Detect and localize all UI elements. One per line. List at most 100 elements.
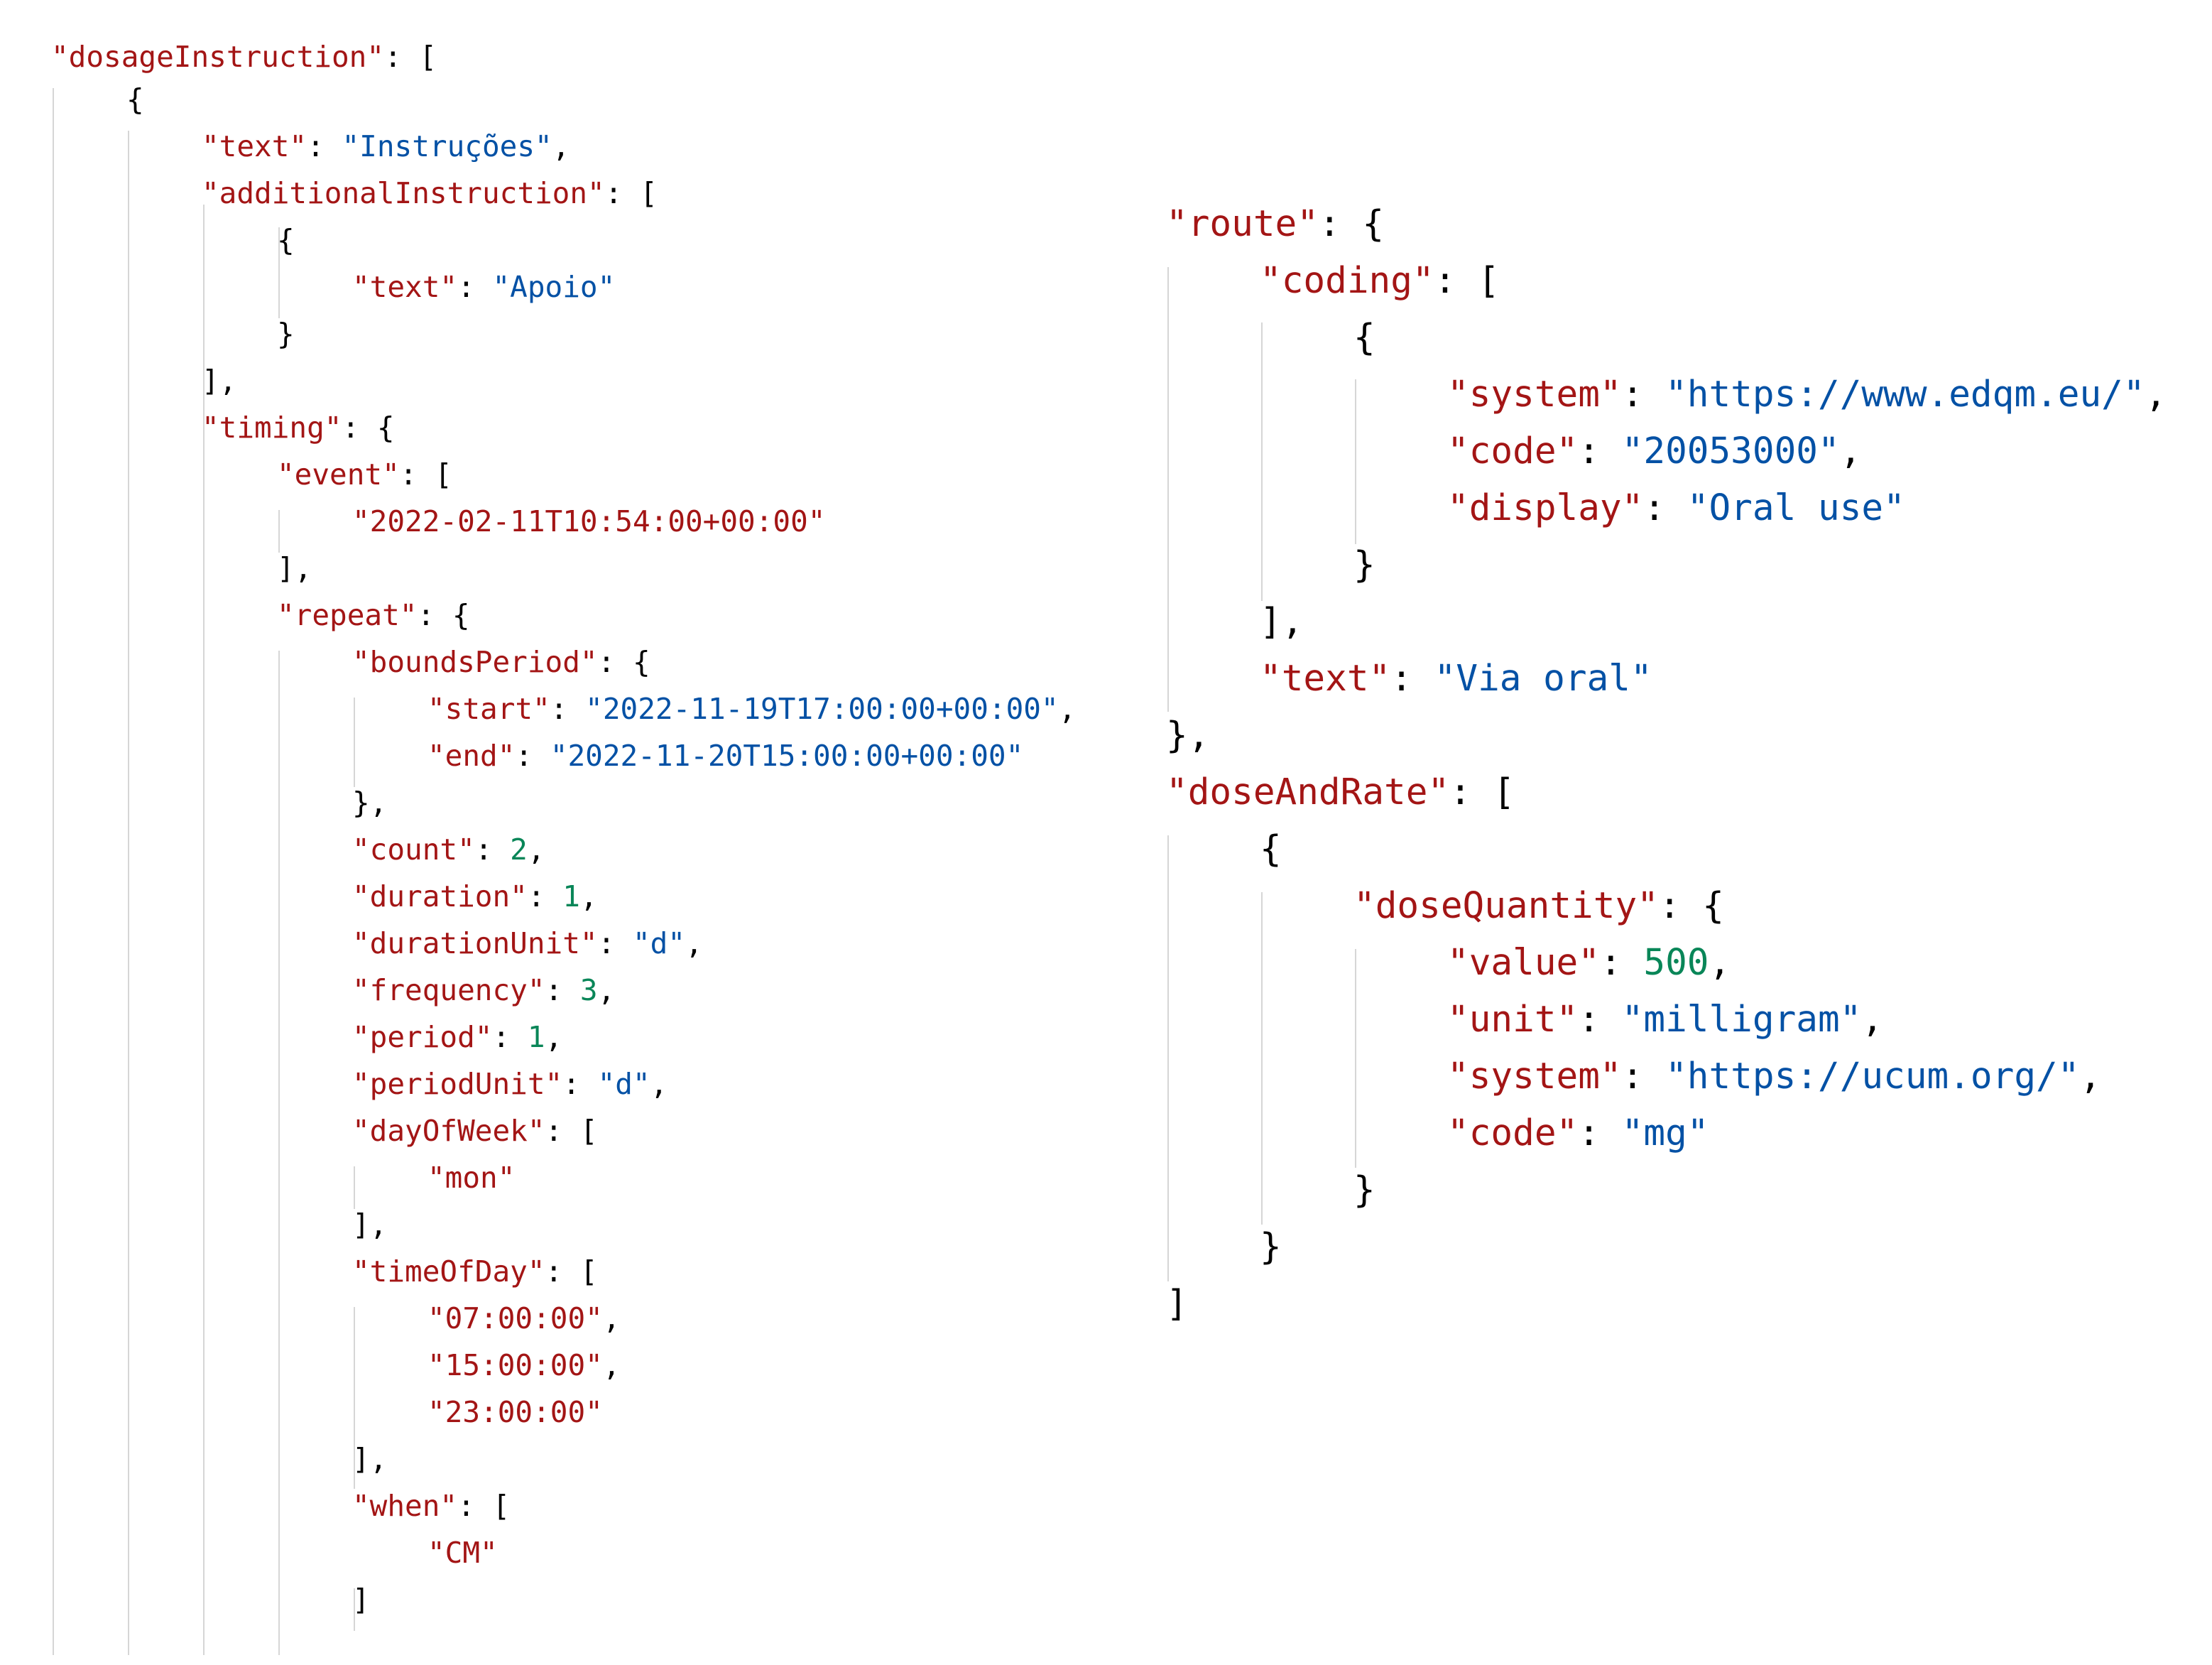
json-string: "d"	[597, 1067, 650, 1101]
code-line-code: "code": "20053000",	[1166, 433, 1861, 470]
json-punctuation: ,	[2145, 374, 2167, 416]
code-line-count: "count": 2,	[51, 835, 545, 864]
json-panel-dosage-instruction: "dosageInstruction": [{"text": "Instruçõ…	[51, 43, 1159, 1655]
indent-guide	[1261, 322, 1263, 601]
code-line-punct: },	[51, 788, 387, 818]
code-line-frequency: "frequency": 3,	[51, 976, 615, 1005]
json-punctuation: : [	[545, 1114, 598, 1148]
code-line-dosageinstruction: "dosageInstruction": [	[51, 43, 437, 72]
json-punctuation: ,	[685, 926, 703, 960]
json-key: "event"	[277, 457, 400, 492]
json-punctuation: : [	[1449, 771, 1515, 813]
code-line-07-00-00: "07:00:00",	[51, 1304, 621, 1333]
json-string: "Via oral"	[1434, 658, 1652, 700]
json-key: "start"	[427, 692, 550, 726]
json-punctuation: ,	[579, 879, 598, 913]
code-line-text: "text": "Apoio"	[51, 273, 615, 302]
code-line-text: "text": "Via oral"	[1166, 661, 1652, 697]
json-string: "d"	[632, 926, 686, 960]
code-line-punct: ],	[1166, 604, 1303, 640]
json-punctuation: :	[545, 973, 580, 1007]
indent-guide	[1261, 892, 1263, 1225]
json-key: "doseAndRate"	[1166, 771, 1450, 813]
json-punctuation: : [	[604, 176, 658, 210]
code-line-start: "start": "2022-11-19T17:00:00+00:00",	[51, 695, 1076, 724]
json-number: 2	[510, 832, 528, 867]
json-punctuation: : [	[384, 40, 437, 74]
json-key: "additionalInstruction"	[202, 176, 605, 210]
json-punctuation: ]	[1166, 1283, 1188, 1325]
json-punctuation: :	[562, 1067, 598, 1101]
json-punctuation: }	[1353, 1169, 1375, 1211]
code-line-end: "end": "2022-11-20T15:00:00+00:00"	[51, 742, 1023, 771]
json-punctuation: :	[527, 879, 563, 913]
indent-guide	[354, 1307, 355, 1489]
json-punctuation: ,	[597, 973, 616, 1007]
code-line-punct: }	[1166, 547, 1375, 583]
code-line-boundsperiod: "boundsPeriod": {	[51, 648, 650, 677]
code-line-period: "period": 1,	[51, 1023, 562, 1052]
json-punctuation: : {	[1658, 885, 1724, 927]
json-key: "code"	[1447, 430, 1579, 472]
json-punctuation: {	[277, 223, 295, 257]
json-key: "durationUnit"	[352, 926, 598, 960]
indent-guide	[203, 277, 205, 1655]
json-punctuation: : {	[1318, 203, 1385, 245]
json-key: "CM"	[427, 1536, 498, 1570]
code-line-15-00-00: "15:00:00",	[51, 1351, 621, 1380]
json-string: "Oral use"	[1687, 487, 1905, 529]
code-line-2022-02-11t10-54-00-00-00: "2022-02-11T10:54:00+00:00"	[51, 507, 825, 536]
json-punctuation: :	[515, 739, 550, 773]
indent-guide	[278, 227, 280, 318]
code-line-punct: }	[51, 320, 295, 349]
json-punctuation: : [	[1434, 260, 1500, 302]
json-punctuation: : [	[457, 1489, 511, 1523]
json-punctuation: :	[457, 270, 493, 304]
json-punctuation: :	[1578, 999, 1622, 1041]
code-line-punct: ]	[1166, 1286, 1188, 1322]
json-key: "text"	[1260, 658, 1391, 700]
code-line-timeofday: "timeOfDay": [	[51, 1257, 598, 1286]
indent-guide	[354, 1588, 355, 1631]
code-line-punct: ],	[51, 367, 236, 396]
json-key: "unit"	[1447, 999, 1579, 1041]
json-key: "timing"	[202, 411, 342, 445]
json-punctuation: : {	[597, 645, 650, 679]
json-key: "system"	[1447, 374, 1622, 416]
json-punctuation: {	[1260, 828, 1282, 870]
json-key: "07:00:00"	[427, 1301, 603, 1335]
indent-guide	[128, 131, 129, 1655]
json-punctuation: ],	[1260, 601, 1304, 643]
code-line-duration: "duration": 1,	[51, 882, 598, 911]
code-line-doseandrate: "doseAndRate": [	[1166, 774, 1515, 810]
code-line-punct: },	[1166, 717, 1209, 754]
json-punctuation: },	[1166, 715, 1210, 756]
json-number: 3	[579, 973, 598, 1007]
json-punctuation: :	[597, 926, 633, 960]
code-line-punct: {	[51, 85, 144, 114]
code-line-punct: }	[1166, 1172, 1375, 1208]
code-line-repeat: "repeat": {	[51, 601, 470, 630]
json-punctuation: :	[474, 832, 511, 867]
json-punctuation: {	[1353, 317, 1375, 359]
code-line-text: "text": "Instruções",	[51, 132, 570, 161]
json-punctuation: ],	[202, 364, 237, 398]
code-line-punct: ],	[51, 1210, 387, 1240]
json-punctuation: :	[492, 1020, 528, 1054]
json-string: "20053000"	[1621, 430, 1840, 472]
json-number: 500	[1643, 942, 1709, 984]
json-key: "text"	[352, 270, 458, 304]
json-punctuation: : {	[417, 598, 470, 632]
json-key: "text"	[202, 129, 307, 163]
json-string: "2022-11-19T17:00:00+00:00"	[585, 692, 1059, 726]
code-line-punct: {	[1166, 320, 1375, 356]
json-punctuation: :	[1621, 1056, 1666, 1097]
json-punctuation: ],	[352, 1208, 388, 1242]
json-punctuation: ,	[602, 1301, 621, 1335]
json-key: "mon"	[427, 1161, 516, 1195]
json-key: "dosageInstruction"	[51, 40, 384, 74]
json-key: "coding"	[1260, 260, 1434, 302]
code-line-punct: ]	[51, 1585, 370, 1615]
json-key: "dayOfWeek"	[352, 1114, 545, 1148]
json-key: "when"	[352, 1489, 458, 1523]
